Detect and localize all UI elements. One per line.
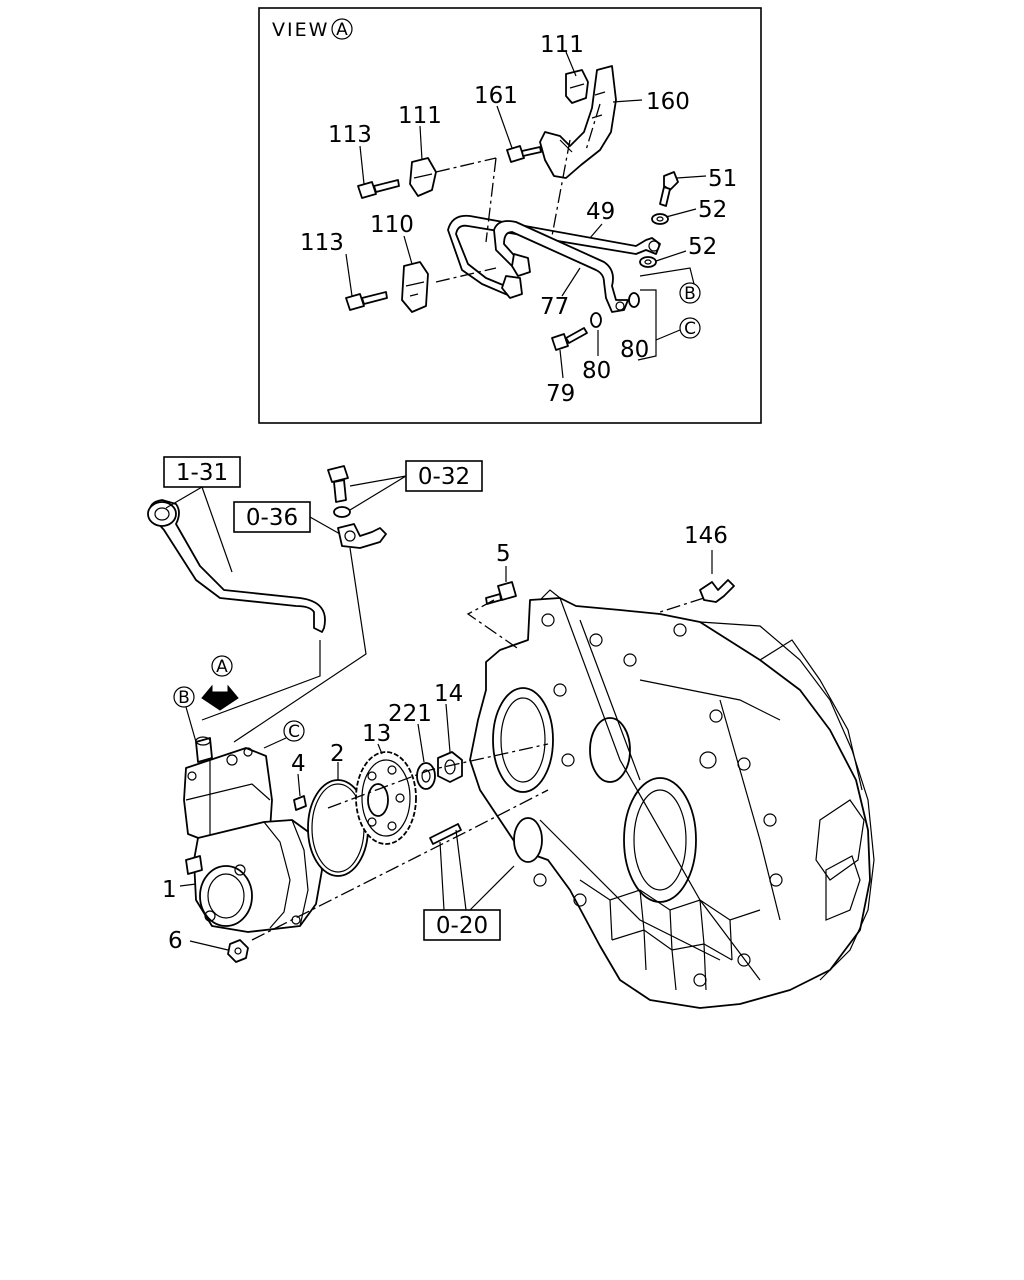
union-nut-lower <box>501 275 523 299</box>
label-4: 4 <box>291 751 306 777</box>
label-111-top: 111 <box>540 32 584 58</box>
svg-text:B: B <box>178 688 190 708</box>
view-marker-circle <box>331 18 353 40</box>
label-161: 161 <box>474 83 518 109</box>
label-146: 146 <box>684 523 728 549</box>
bolt-161 <box>506 145 525 163</box>
label-52-upper: 52 <box>698 197 727 223</box>
flywheel-housing <box>469 589 875 1009</box>
ref-1-31: 1-31 <box>176 460 228 486</box>
bolt-79 <box>551 333 569 351</box>
svg-text:B: B <box>684 284 696 304</box>
bolt-0-32 <box>327 465 349 483</box>
view-label: VIEW <box>272 19 329 41</box>
svg-text:C: C <box>684 319 696 339</box>
pipe-49 <box>447 214 661 297</box>
washer-80-left <box>590 312 602 328</box>
key-4 <box>293 795 307 811</box>
label-80-right: 80 <box>620 337 649 363</box>
label-113-lower: 113 <box>300 230 344 256</box>
nut-14 <box>437 751 463 783</box>
label-5: 5 <box>496 541 511 567</box>
label-77: 77 <box>540 294 569 320</box>
view-marker-letter: A <box>336 20 348 40</box>
bolt-113-lower <box>345 293 365 311</box>
label-1: 1 <box>162 877 177 903</box>
label-6: 6 <box>168 928 183 954</box>
view-arrow <box>201 684 239 711</box>
label-80-left: 80 <box>582 358 611 384</box>
washer-80-right <box>628 292 640 308</box>
washer-52-upper <box>651 213 669 225</box>
washer-52-lower <box>639 256 657 268</box>
banjo-0-36 <box>337 523 387 549</box>
label-14: 14 <box>434 681 463 707</box>
label-49: 49 <box>586 199 615 225</box>
pipe-77 <box>493 220 629 313</box>
label-52-lower: 52 <box>688 234 717 260</box>
main-assembly: A B C 1-31 0-32 0-36 0-20 5 146 2 <box>147 456 875 1009</box>
hose-1-31 <box>148 499 326 633</box>
svg-text:C: C <box>288 722 300 742</box>
marker-c-inset <box>679 317 701 339</box>
washer-221 <box>416 762 436 790</box>
label-2: 2 <box>330 741 345 767</box>
clamp-110 <box>401 261 429 313</box>
marker-b-main <box>173 686 195 708</box>
view-a-inset: VIEW A <box>258 7 762 424</box>
marker-c-main <box>283 720 305 742</box>
air-compressor <box>183 736 323 933</box>
label-113-upper: 113 <box>328 122 372 148</box>
svg-text:A: A <box>216 657 228 677</box>
label-13: 13 <box>362 721 391 747</box>
bolt-51 <box>663 171 679 191</box>
label-160: 160 <box>646 89 690 115</box>
label-79: 79 <box>546 381 575 407</box>
marker-a <box>211 655 233 677</box>
marker-b-inset <box>679 282 701 304</box>
ref-box-0-32 <box>405 460 483 492</box>
clip-111-left <box>409 157 437 197</box>
ref-0-32: 0-32 <box>418 464 470 490</box>
gear-13 <box>355 751 417 845</box>
label-51: 51 <box>708 166 737 192</box>
ref-0-36: 0-36 <box>246 505 298 531</box>
ref-box-0-20 <box>423 909 501 941</box>
sensor-146 <box>699 579 735 603</box>
inset-frame <box>258 7 762 424</box>
label-111-left: 111 <box>398 103 442 129</box>
nut-6 <box>227 939 249 963</box>
union-nut-upper <box>511 253 531 277</box>
ref-0-20: 0-20 <box>436 913 488 939</box>
stud-0-20 <box>429 823 462 845</box>
washer-0-32 <box>333 506 351 518</box>
label-110: 110 <box>370 212 414 238</box>
bolt-113-upper <box>357 181 377 199</box>
label-221: 221 <box>388 701 432 727</box>
